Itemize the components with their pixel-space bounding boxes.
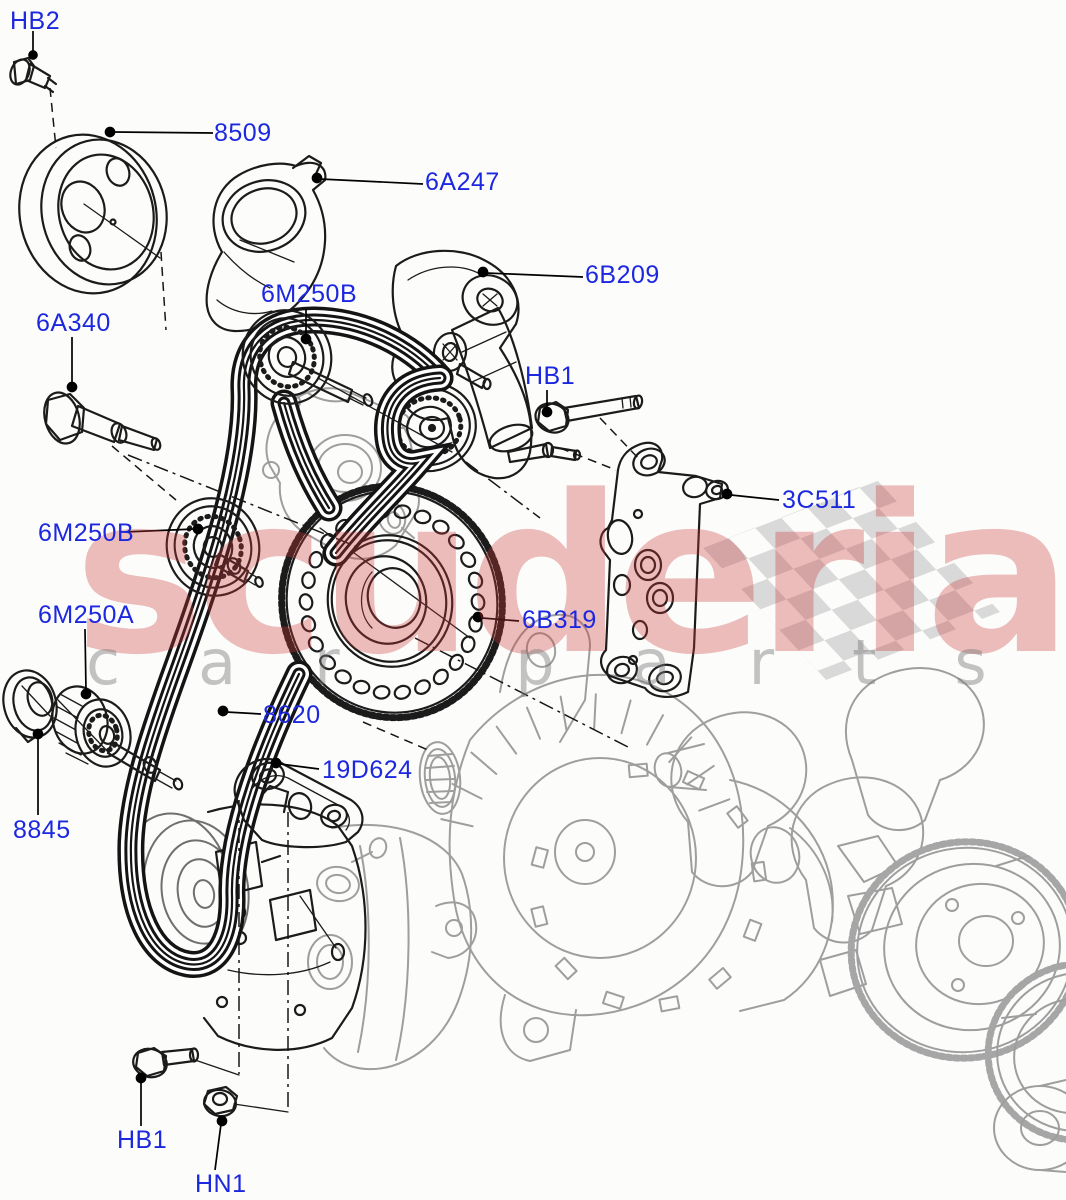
watermark-flag [703, 480, 1000, 680]
part-label-6m250b-top[interactable]: 6M250B [261, 280, 358, 308]
part-label-8620[interactable]: 8620 [263, 701, 321, 729]
part-label-6b319[interactable]: 6B319 [522, 606, 597, 634]
part-19d624-bracket [233, 757, 364, 849]
part-label-6b209[interactable]: 6B209 [585, 261, 660, 289]
part-hb2-bolt [9, 56, 58, 94]
part-6m250a-idler [51, 685, 184, 791]
part-label-6a247[interactable]: 6A247 [425, 168, 500, 196]
part-label-hb1-top[interactable]: HB1 [525, 362, 576, 390]
part-6a340-bolt [43, 391, 162, 452]
part-label-6m250a[interactable]: 6M250A [38, 601, 135, 629]
part-label-6a340[interactable]: 6A340 [36, 309, 111, 337]
part-hb1-lower-bolt [132, 1046, 200, 1079]
crankshaft [653, 667, 1066, 1173]
part-label-6m250b-left[interactable]: 6M250B [38, 519, 135, 547]
part-label-hb1-bottom[interactable]: HB1 [117, 1126, 168, 1154]
part-3c511-bracket [599, 441, 729, 698]
part-label-19d624[interactable]: 19D624 [322, 756, 413, 784]
leader-lines [28, 31, 780, 1171]
part-6m250b-left-bearing [165, 497, 264, 597]
part-label-8845[interactable]: 8845 [13, 816, 71, 844]
part-8620-belt [117, 306, 454, 978]
part-6m250b-upper-bearing [241, 309, 453, 453]
part-6a247-cover [205, 154, 327, 333]
part-label-hb2[interactable]: HB2 [10, 7, 61, 35]
part-hb1-upper-bolt [534, 394, 644, 434]
part-label-3c511[interactable]: 3C511 [782, 486, 857, 514]
ac-compressor-rear [307, 824, 478, 1071]
part-label-hn1[interactable]: HN1 [195, 1170, 247, 1198]
part-label-8509[interactable]: 8509 [214, 119, 272, 147]
part-hn1-nut [202, 1085, 239, 1118]
assembly-lines [49, 87, 641, 1113]
part-6b319-sprocket [278, 482, 506, 722]
part-8509-pulley [18, 133, 168, 295]
